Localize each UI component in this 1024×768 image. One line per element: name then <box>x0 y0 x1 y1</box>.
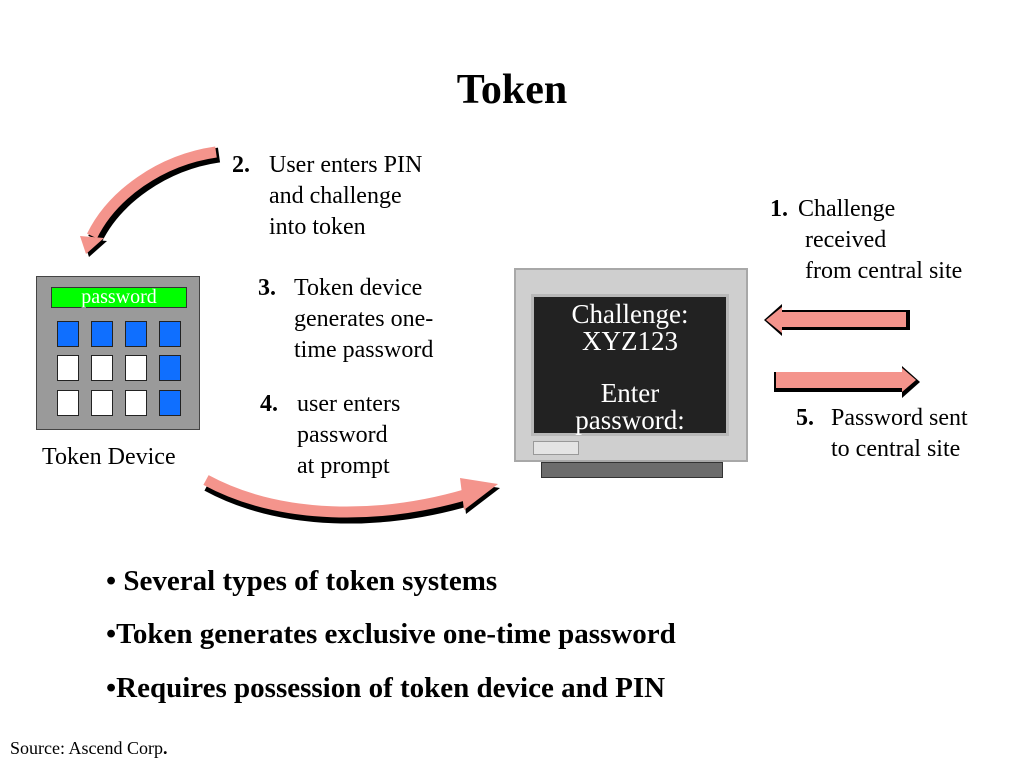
step-5-line-2: to central site <box>831 436 961 462</box>
token-device-caption: Token Device <box>42 444 176 470</box>
monitor-challenge-code: XYZ123 <box>582 326 678 356</box>
arrow-step2 <box>80 146 221 257</box>
step-2-line-2: and challenge <box>269 183 402 209</box>
token-key <box>91 321 113 347</box>
token-key <box>57 321 79 347</box>
step-5-line-1: Password sent <box>831 405 968 431</box>
bullet-3: •Requires possession of token device and… <box>106 672 666 704</box>
step-3-line-1: Token device <box>294 275 423 301</box>
step-4-line-3: at prompt <box>297 453 390 479</box>
token-key <box>125 321 147 347</box>
step-5-number: 5. <box>796 405 814 431</box>
step-1: 1. Challenge received from central site <box>770 194 962 284</box>
token-screen: password <box>51 287 187 308</box>
token-key <box>91 390 113 416</box>
step-2-number: 2. <box>232 152 250 178</box>
step-4: 4. user enters password at prompt <box>260 389 400 479</box>
monitor-screen: Challenge: XYZ123 Enter password: <box>531 294 729 436</box>
token-key <box>159 355 181 381</box>
step-3: 3. Token device generates one- time pass… <box>258 273 433 363</box>
step-2-line-1: User enters PIN <box>269 152 423 178</box>
step-4-number: 4. <box>260 391 278 417</box>
page-title: Token <box>456 67 568 113</box>
monitor-enter-label: Enter <box>600 378 660 408</box>
token-key <box>125 390 147 416</box>
monitor-base <box>541 462 723 478</box>
arrow-step1 <box>764 304 910 336</box>
source-text: Source: Ascend Corp <box>10 738 163 758</box>
step-1-number: 1. <box>770 196 788 222</box>
token-key <box>159 321 181 347</box>
step-1-line-1: Challenge <box>798 196 896 222</box>
step-3-number: 3. <box>258 275 276 301</box>
arrow-step5 <box>774 366 920 398</box>
step-2: 2. User enters PIN and challenge into to… <box>232 150 422 240</box>
step-4-line-2: password <box>297 422 388 448</box>
step-1-line-3: from central site <box>805 258 963 284</box>
monitor-drive-slot <box>533 441 579 455</box>
source-note: Source: Ascend Corp. <box>10 738 167 759</box>
step-5: 5. Password sent to central site <box>796 403 968 462</box>
bullet-2: •Token generates exclusive one-time pass… <box>106 618 676 650</box>
step-4-line-1: user enters <box>297 391 401 417</box>
source-period: . <box>162 738 168 758</box>
monitor-password-label: password: <box>575 405 685 435</box>
step-3-line-3: time password <box>294 337 434 363</box>
token-key <box>91 355 113 381</box>
bullet-1: • Several types of token systems <box>106 565 498 597</box>
token-key <box>57 355 79 381</box>
step-3-line-2: generates one- <box>294 306 434 332</box>
token-key <box>57 390 79 416</box>
monitor-challenge-label: Challenge: <box>571 299 689 329</box>
token-device: password <box>36 276 200 430</box>
token-key <box>159 390 181 416</box>
token-key <box>125 355 147 381</box>
computer-monitor: Challenge: XYZ123 Enter password: <box>514 268 748 462</box>
step-2-line-3: into token <box>269 214 366 240</box>
arrow-step4 <box>203 475 500 524</box>
step-1-line-2: received <box>805 227 887 253</box>
